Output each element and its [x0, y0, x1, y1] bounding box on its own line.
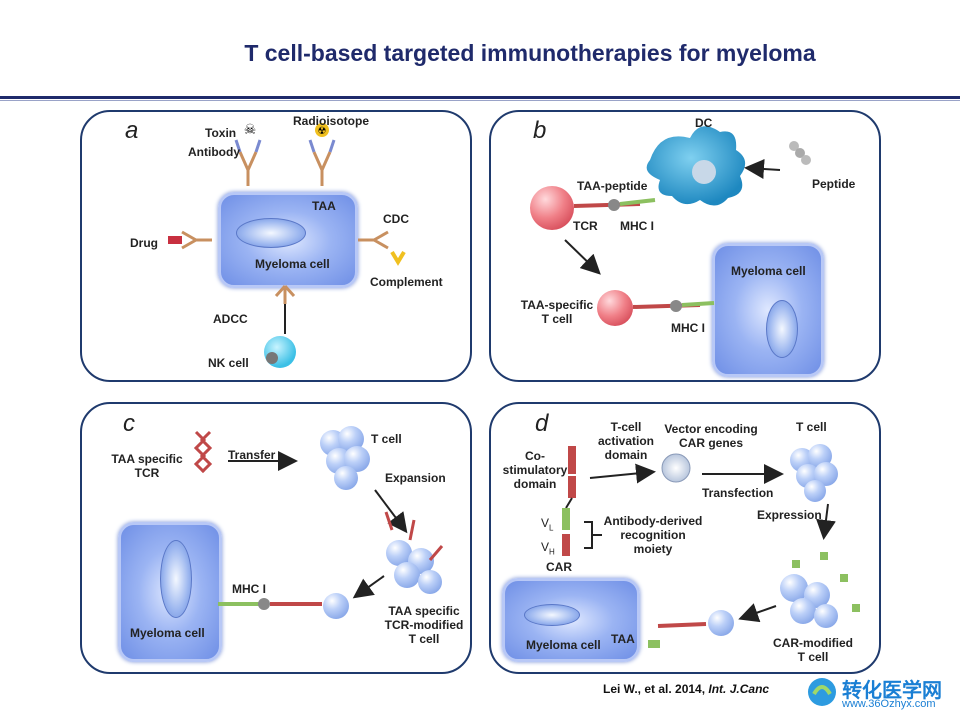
modified-t-cell-c-4	[418, 570, 442, 594]
modified-t-cell-c-3	[394, 562, 420, 588]
antibody-top-left	[238, 151, 258, 186]
antibody-left	[181, 230, 212, 250]
modified-t-cell-c-1	[386, 540, 412, 566]
dc-label: DC	[695, 116, 713, 130]
mhc1-label-c: MHC I	[232, 582, 266, 596]
car-t-cell-d-3	[790, 598, 816, 624]
page-title: T cell-based targeted immunotherapies fo…	[244, 40, 816, 66]
nucleus-d	[524, 604, 580, 626]
complement-label: Complement	[370, 275, 443, 289]
mhc1-top-label: MHC I	[620, 219, 654, 233]
watermark: 转化医学网 www.36Ozhyx.com	[806, 672, 956, 716]
single-car-t-cell-d	[708, 610, 734, 636]
complement-icon	[390, 250, 406, 266]
t-cell-d-5	[804, 480, 826, 502]
watermark-url: www.36Ozhyx.com	[842, 698, 936, 710]
expression-label: Expression	[757, 508, 822, 522]
nucleus-c	[160, 540, 192, 618]
vl-label: VL	[541, 516, 554, 533]
watermark-name: 转化医学网	[842, 680, 942, 702]
svg-text:☢: ☢	[318, 126, 327, 137]
drug-label: Drug	[130, 236, 158, 250]
watermark-logo-icon	[808, 678, 836, 706]
car-t-cell-d-1	[780, 574, 808, 602]
car-t-cell-d-4	[814, 604, 838, 628]
drug-icon	[168, 236, 182, 244]
peptide-label: Peptide	[812, 177, 856, 191]
antibody-right	[358, 230, 389, 250]
taa-specific-t-cell-b	[597, 290, 633, 326]
antibody-label: Antibody	[188, 145, 240, 159]
cdc-label: CDC	[383, 212, 409, 226]
t-cell-label-d: T cell	[796, 420, 827, 434]
nucleus-b	[766, 300, 798, 358]
citation: Lei W., et al. 2014, Int. J.Canc	[603, 682, 770, 696]
title-divider	[0, 96, 960, 99]
radioisotope-icon	[315, 123, 329, 137]
toxin-label: Toxin	[205, 126, 237, 140]
panel-c-letter: c	[123, 410, 135, 437]
myeloma-cell-label-d: Myeloma cell	[526, 638, 601, 652]
taa-label-a: TAA	[312, 199, 336, 213]
adcc-label: ADCC	[213, 312, 248, 326]
panel-a-letter: a	[125, 117, 139, 144]
antibody-bottom	[274, 284, 296, 304]
t-cell-b-top	[530, 186, 574, 230]
toxin-icon: ☠	[244, 121, 257, 137]
tcr-label: TCR	[573, 219, 598, 233]
radioisotope-label: Radioisotope	[293, 114, 370, 128]
myeloma-cell-b	[712, 243, 824, 377]
nucleus-a	[236, 218, 306, 248]
transfection-label: Transfection	[702, 486, 774, 500]
myeloma-cell-label-b: Myeloma cell	[731, 264, 806, 278]
myeloma-cell-label-c: Myeloma cell	[130, 626, 205, 640]
panel-d-letter: d	[535, 410, 549, 437]
title-divider-thin	[0, 100, 960, 101]
taa-label-d: TAA	[611, 632, 635, 646]
t-cell-c-5	[334, 466, 358, 490]
antibody-top-right	[312, 151, 332, 186]
transfer-label: Transfer	[228, 448, 276, 462]
nk-cell-icon	[264, 336, 296, 368]
vh-label: VH	[541, 540, 555, 557]
myeloma-cell-label-a: Myeloma cell	[255, 257, 330, 271]
nk-cell-label: NK cell	[208, 356, 249, 370]
car-label: CAR	[546, 560, 572, 574]
vector-icon	[661, 453, 691, 483]
expansion-label: Expansion	[385, 471, 446, 485]
single-t-cell-c	[323, 593, 349, 619]
panel-b-letter: b	[533, 117, 547, 144]
mhc1-bottom-label: MHC I	[671, 321, 705, 335]
taa-peptide-label: TAA-peptide	[577, 179, 648, 193]
t-cell-label-c: T cell	[371, 432, 402, 446]
